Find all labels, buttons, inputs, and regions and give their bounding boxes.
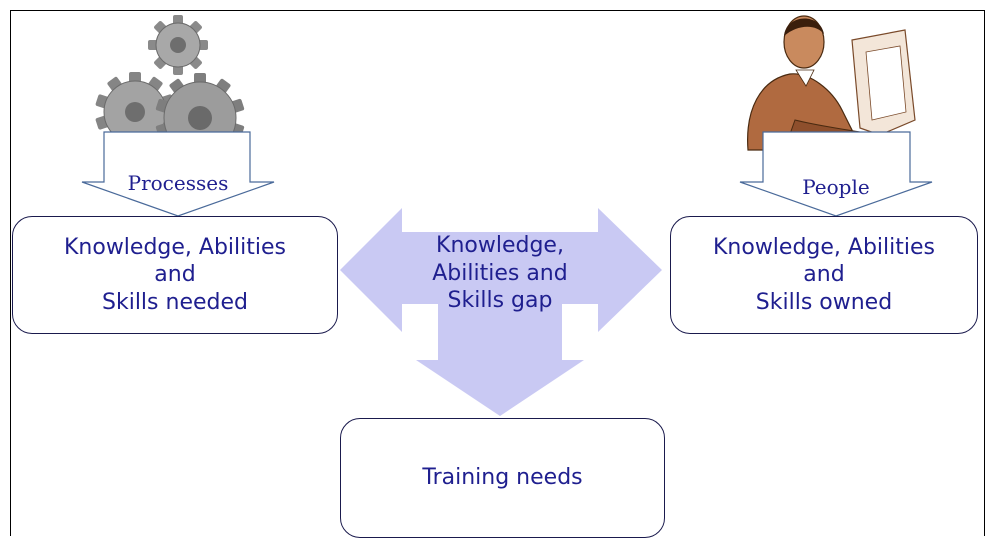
gap-arrow-shape (340, 208, 662, 416)
knowledge-needed-line1: Knowledge, Abilities (63, 234, 286, 260)
skills-gap-line1: Knowledge, (436, 233, 564, 258)
skills-gap-text: Knowledge, Abilities and Skills gap (402, 232, 598, 315)
knowledge-needed-line2: and (154, 262, 196, 288)
knowledge-owned-box: Knowledge, Abilities and Skills owned (670, 216, 978, 334)
people-label: People (802, 175, 870, 199)
people-down-arrow (739, 131, 933, 217)
processes-label: Processes (127, 171, 229, 195)
knowledge-owned-line1: Knowledge, Abilities (712, 234, 935, 260)
processes-down-arrow (81, 131, 275, 217)
knowledge-owned-line2: and (803, 262, 845, 288)
diagram-frame (10, 10, 985, 536)
knowledge-needed-box: Knowledge, Abilities and Skills needed (12, 216, 338, 334)
knowledge-owned-line3: Skills owned (755, 289, 893, 315)
training-needs-label: Training needs (422, 465, 583, 491)
skills-gap-line3: Skills gap (447, 288, 553, 313)
knowledge-needed-line3: Skills needed (102, 289, 248, 315)
skills-gap-line2: Abilities and (432, 260, 568, 286)
training-needs-box: Training needs (340, 418, 665, 538)
person-at-computer-icon (747, 15, 916, 159)
